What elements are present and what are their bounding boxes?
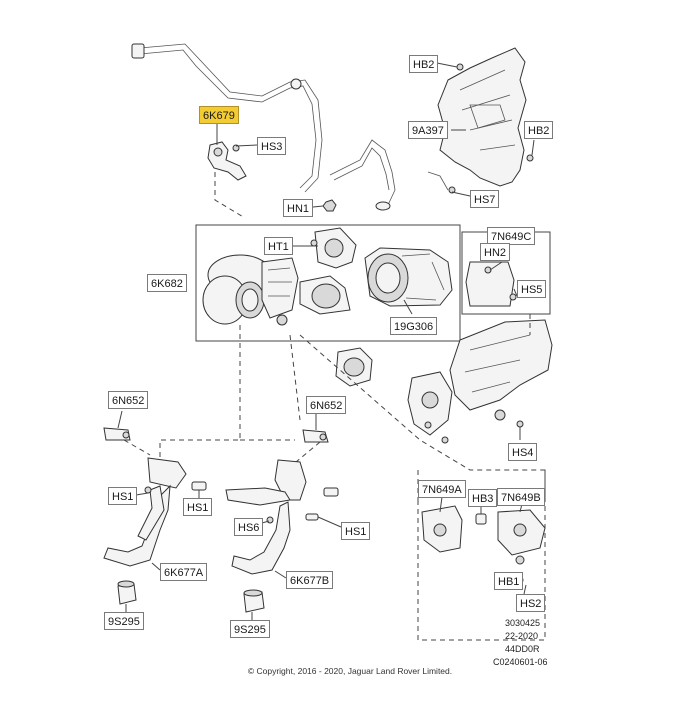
callout-hs2[interactable]: HS2 (516, 594, 546, 612)
callout-hs5[interactable]: HS5 (517, 280, 547, 298)
callout-hs1-center[interactable]: HS1 (183, 498, 213, 516)
callout-hs1-right[interactable]: HS1 (341, 522, 371, 540)
heat-shield-part (427, 47, 534, 194)
callout-hb2-right[interactable]: HB2 (524, 121, 554, 139)
reference-line-4: C0240601-06 (493, 657, 548, 667)
callout-19g306[interactable]: 19G306 (390, 317, 438, 335)
bushing-right-part (243, 589, 265, 613)
callout-hs4[interactable]: HS4 (508, 443, 538, 461)
callout-hs1-left[interactable]: HS1 (108, 487, 138, 505)
copyright-notice: © Copyright, 2016 - 2020, Jaguar Land Ro… (247, 666, 453, 676)
sensor-bracket-part (207, 141, 247, 181)
callout-hs7[interactable]: HS7 (470, 190, 500, 208)
callout-6k679-highlighted[interactable]: 6K679 (199, 106, 239, 124)
callout-7n649c[interactable]: 7N649C (487, 227, 536, 245)
turbocharger-group-frame (195, 224, 461, 342)
exhaust-gasket-part (335, 347, 453, 444)
hn1-nut-part (322, 199, 337, 212)
callout-7n649b[interactable]: 7N649B (497, 488, 545, 506)
callout-6n652-left[interactable]: 6N652 (108, 391, 149, 409)
callout-6n652-right[interactable]: 6N652 (306, 396, 347, 414)
downpipe-b-part (225, 459, 339, 575)
reference-line-3: 44DD0R (505, 644, 540, 654)
callout-ht1[interactable]: HT1 (264, 237, 293, 255)
callout-hn1[interactable]: HN1 (283, 199, 314, 217)
downpipe-a-part (103, 457, 207, 567)
gasket-left-part (103, 427, 131, 441)
callout-hb1[interactable]: HB1 (494, 572, 524, 590)
reference-line-1: 3030425 (505, 618, 541, 628)
bracket-7n649c-part (465, 261, 517, 307)
oil-return-pipe (329, 139, 396, 211)
catalyst-part (364, 247, 453, 307)
callout-6k682[interactable]: 6K682 (147, 274, 187, 292)
engine-bracket-part (449, 319, 553, 428)
callout-6k677a[interactable]: 6K677A (160, 563, 208, 581)
callout-hb3[interactable]: HB3 (468, 489, 498, 507)
callout-6k677b[interactable]: 6K677B (286, 571, 334, 589)
downpipe-flange-part (299, 227, 357, 315)
bushing-left-part (117, 580, 137, 605)
callout-9s295-right[interactable]: 9S295 (230, 620, 270, 638)
callout-hs3[interactable]: HS3 (257, 137, 287, 155)
callout-9s295-left[interactable]: 9S295 (104, 612, 144, 630)
reference-line-2: 22-2020 (505, 631, 539, 641)
callout-hb2-top[interactable]: HB2 (409, 55, 439, 73)
gasket-right-part (302, 429, 329, 443)
callout-9a397[interactable]: 9A397 (408, 121, 448, 139)
callout-hn2[interactable]: HN2 (480, 243, 511, 261)
callout-hs6[interactable]: HS6 (234, 518, 264, 536)
turbocharger-part (202, 254, 299, 326)
callout-7n649a[interactable]: 7N649A (418, 480, 466, 498)
oil-feed-pipe (131, 43, 323, 193)
mount-7n649a-part (421, 505, 487, 553)
